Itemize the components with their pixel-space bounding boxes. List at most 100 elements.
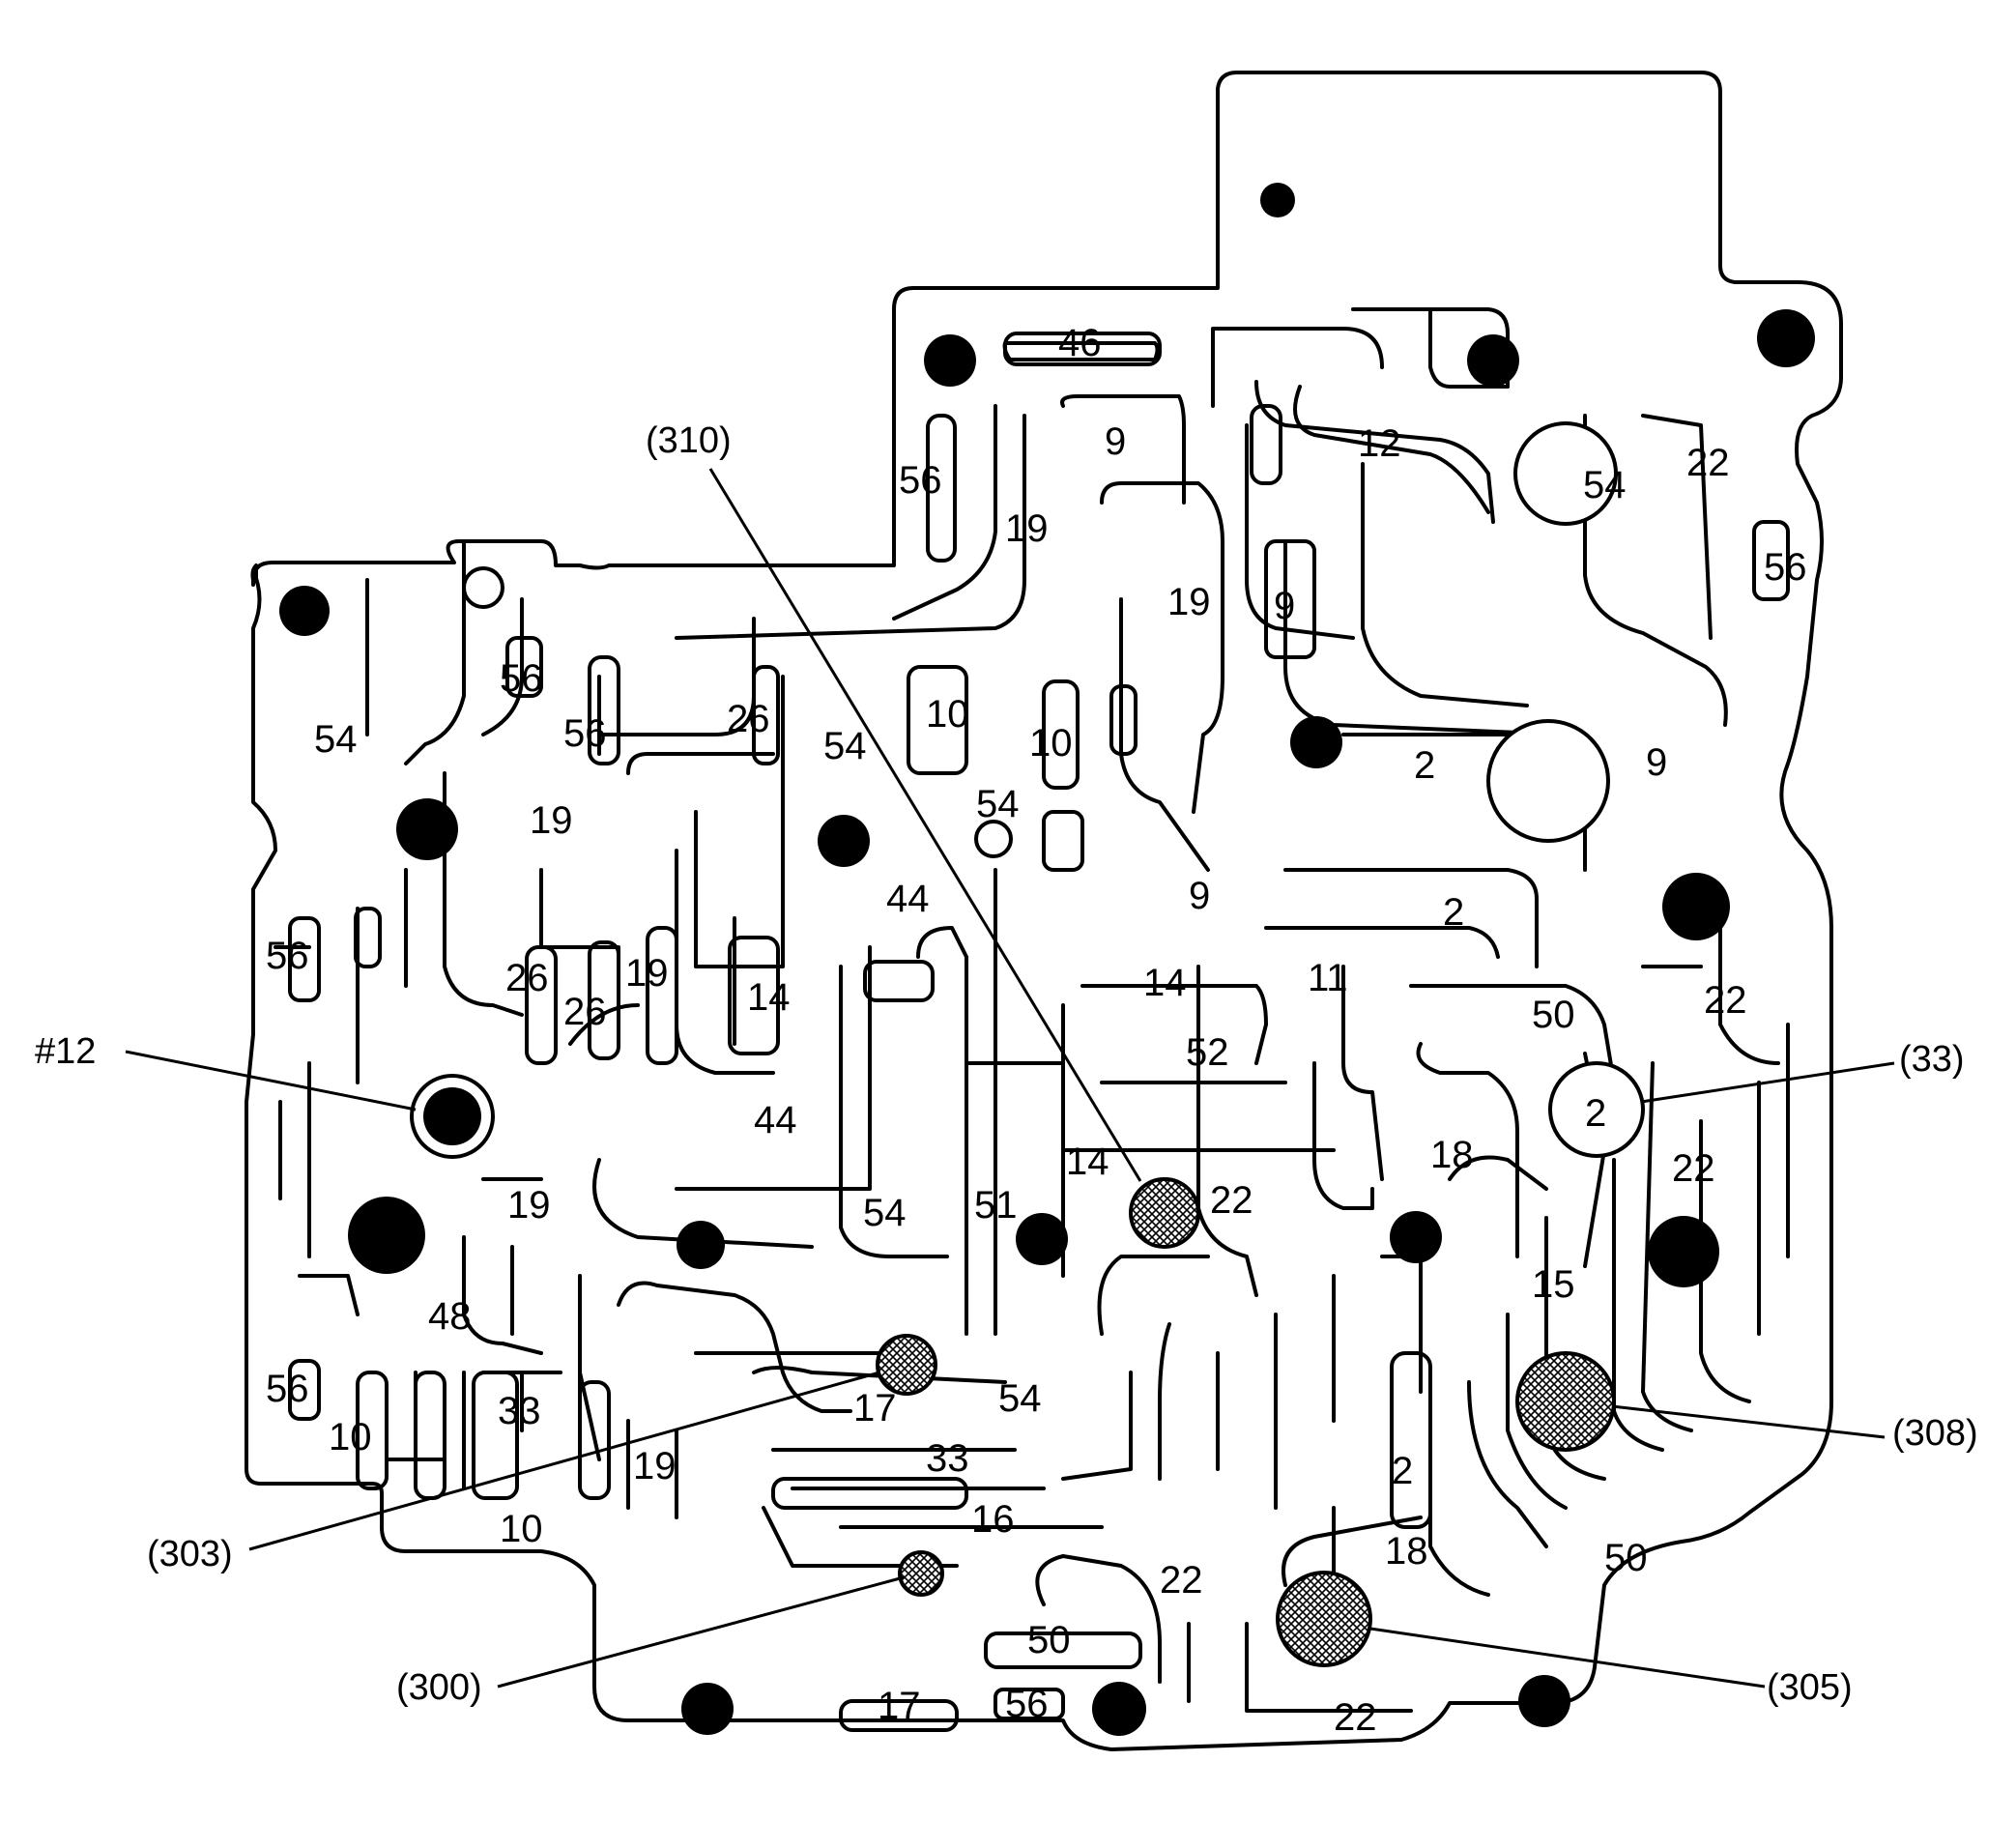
passage-label: 12 — [1358, 422, 1401, 465]
small-port-ring — [974, 820, 1013, 858]
ring-label-54: 54 — [1583, 464, 1627, 506]
leader-310 — [708, 468, 1142, 1182]
passage-label: 52 — [1186, 1031, 1229, 1074]
bolt-hole — [1518, 1675, 1570, 1727]
bolt-holes — [279, 183, 1815, 1736]
leader-33 — [1640, 1061, 1895, 1104]
passage-label: 26 — [727, 698, 770, 740]
passage-label: 33 — [926, 1437, 969, 1480]
bolt-hole — [1648, 1216, 1719, 1287]
passage-label: 11 — [1308, 957, 1348, 999]
passage-label: 9 — [1105, 420, 1126, 463]
passage-label: 19 — [633, 1445, 677, 1487]
passage-label: 22 — [1686, 442, 1730, 484]
passage-label: 14 — [1066, 1141, 1109, 1183]
passage-label: 19 — [1167, 581, 1211, 623]
callout-33: (33) — [1899, 1039, 1965, 1080]
passage-label: 15 — [1532, 1263, 1575, 1306]
passage-label: 2 — [1443, 891, 1464, 934]
bolt-hole — [1757, 309, 1815, 367]
passage-label: 46 — [1058, 322, 1102, 364]
bolt-hole — [348, 1197, 425, 1274]
passage-label: 50 — [1532, 994, 1575, 1036]
callout-12: #12 — [35, 1031, 96, 1072]
leader-lines — [125, 468, 1895, 1689]
passage-label: 18 — [1430, 1134, 1474, 1176]
passage-label: 22 — [1672, 1147, 1715, 1190]
passage-label: 14 — [747, 976, 791, 1019]
passage-label: 10 — [329, 1416, 372, 1458]
passage-slots — [288, 332, 1790, 1732]
bolt-hole — [677, 1221, 725, 1269]
passage-label: 22 — [1334, 1696, 1377, 1739]
check-balls — [876, 1177, 1616, 1667]
bolt-hole — [1390, 1211, 1442, 1263]
check-ball-ring-54 — [1513, 421, 1618, 526]
passage-label: 54 — [863, 1192, 907, 1234]
passage-label: 2 — [1414, 744, 1435, 787]
passage-label: 50 — [1027, 1619, 1071, 1661]
bolt-boss-ring — [462, 566, 504, 609]
leader-12 — [125, 1050, 417, 1112]
large-bore — [1486, 719, 1610, 843]
passage-label: 14 — [1143, 962, 1187, 1004]
callouts: (310) #12 (33) (308) (303) (300) (305) — [35, 420, 1978, 1708]
bolt-hole — [396, 798, 458, 860]
passage-label: 19 — [507, 1184, 551, 1227]
passage-label: 56 — [1764, 546, 1807, 589]
leader-303 — [248, 1371, 880, 1551]
passage-label: 56 — [266, 935, 309, 977]
leader-308 — [1611, 1404, 1886, 1439]
passage-label: 56 — [266, 1368, 309, 1410]
check-ball-300 — [898, 1550, 944, 1597]
bolt-hole — [681, 1683, 734, 1735]
check-ball-ring-33 — [1548, 1061, 1645, 1158]
passage-label: 10 — [1029, 722, 1073, 765]
passage-label: 18 — [1385, 1530, 1428, 1573]
callout-305: (305) — [1767, 1667, 1853, 1708]
passage-label: 17 — [878, 1685, 921, 1727]
passage-label: 22 — [1704, 979, 1747, 1022]
bolt-hole — [1290, 716, 1342, 768]
passage-label: 48 — [428, 1295, 472, 1338]
passage-label: 51 — [974, 1184, 1018, 1227]
passage-labels: 46 9 12 22 56 19 56 56 56 19 9 54 26 54 … — [266, 322, 1807, 1739]
passage-label: 54 — [823, 725, 867, 767]
callout-303: (303) — [147, 1534, 233, 1574]
bolt-hole — [1016, 1213, 1068, 1265]
valve-body-outline — [245, 71, 1843, 1751]
leader-300 — [497, 1575, 905, 1689]
passage-label: 9 — [1274, 585, 1295, 627]
passage-label: 26 — [563, 991, 607, 1033]
check-ball-305 — [1276, 1571, 1372, 1667]
passage-label: 2 — [1392, 1450, 1413, 1492]
ring-label-2: 2 — [1585, 1092, 1606, 1135]
passage-label: 19 — [530, 799, 573, 842]
passage-label: 22 — [1210, 1179, 1253, 1222]
passage-label: 56 — [500, 657, 543, 700]
bolt-hole — [1467, 334, 1519, 387]
passage-label: 10 — [500, 1508, 543, 1550]
bolt-hole — [1662, 873, 1730, 940]
passage-label: 19 — [625, 952, 669, 995]
bolt-hole — [1092, 1682, 1146, 1736]
passage-label: 54 — [314, 718, 358, 761]
check-ball-310 — [1129, 1177, 1200, 1249]
passage-label: 54 — [998, 1377, 1042, 1420]
callout-310: (310) — [646, 420, 732, 461]
passage-label: 56 — [1005, 1683, 1049, 1725]
passage-label: 22 — [1160, 1559, 1203, 1602]
passage-label: 33 — [498, 1390, 541, 1432]
passage-label: 9 — [1189, 875, 1210, 917]
bolt-hole — [818, 815, 870, 867]
bolt-hole — [924, 334, 976, 387]
passage-label: 54 — [976, 783, 1020, 825]
passage-label: 9 — [1646, 741, 1667, 784]
bolt-hole — [1260, 183, 1295, 217]
callout-308: (308) — [1892, 1413, 1978, 1454]
passage-label: 50 — [1604, 1537, 1648, 1579]
passage-label: 16 — [971, 1498, 1015, 1541]
passage-label: 44 — [754, 1099, 797, 1141]
callout-300: (300) — [396, 1667, 482, 1708]
